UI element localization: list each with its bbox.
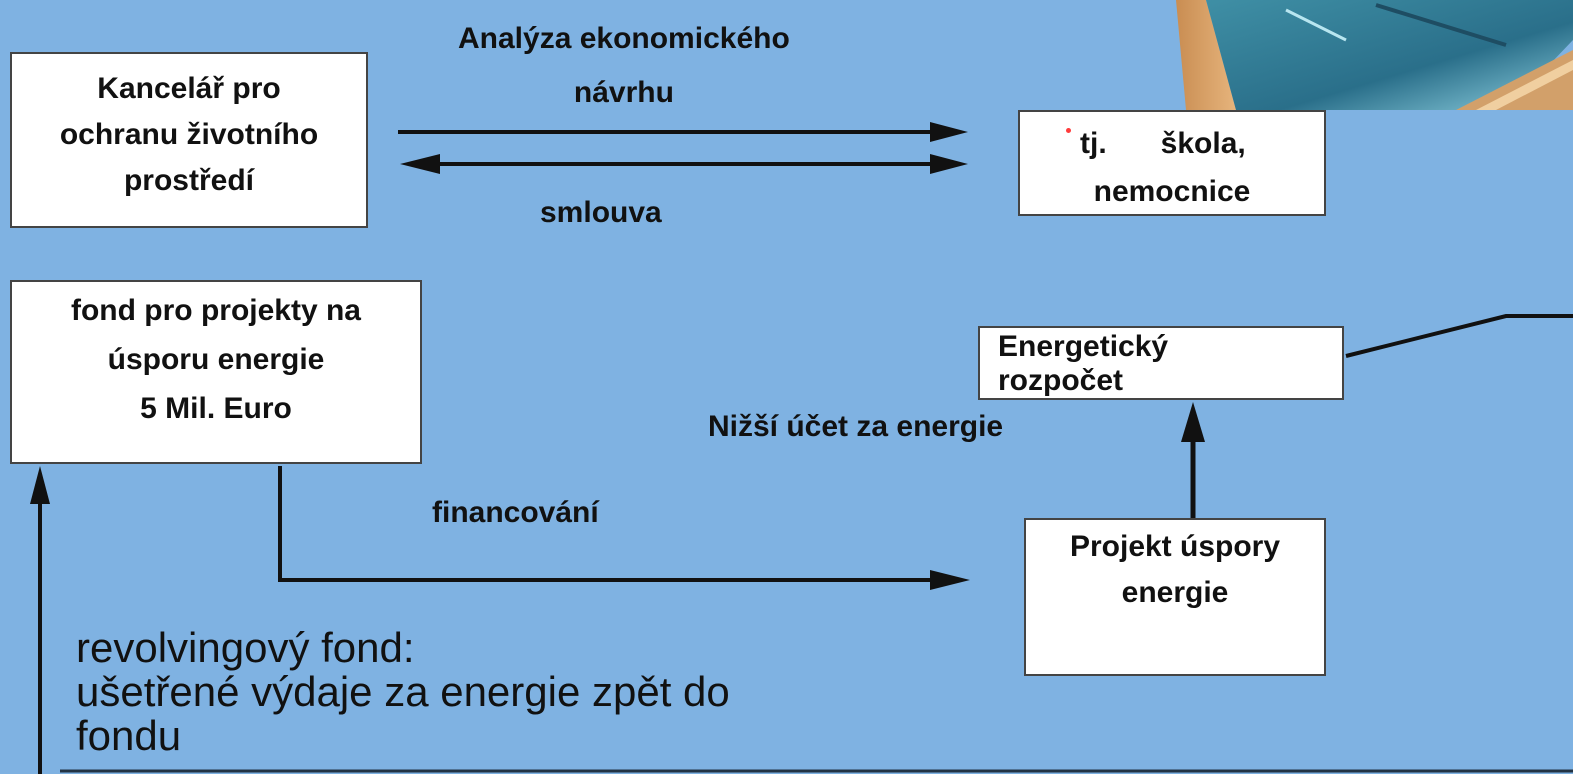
budget-line-2: rozpočet xyxy=(998,364,1124,397)
analysis-arrow xyxy=(398,122,968,142)
financing-label: financování xyxy=(432,496,599,529)
revolving-return-arrow xyxy=(30,466,50,774)
analysis-label-line-1: Analýza ekonomického xyxy=(458,22,790,55)
analysis-label: Analýza ekonomického návrhu xyxy=(458,12,790,120)
revolving-line-1: revolvingový fond: xyxy=(76,626,415,671)
fund-line-1: fond pro projekty na xyxy=(70,294,361,327)
project-line-1: Projekt úspory xyxy=(1069,530,1281,563)
contract-label: smlouva xyxy=(540,196,662,229)
school-line-1a: tj. xyxy=(1080,127,1107,160)
project-line-2: energie xyxy=(1121,576,1229,609)
revolving-line-2: ušetřené výdaje za energie zpět do xyxy=(76,668,730,715)
fund-line-3: 5 Mil. Euro xyxy=(140,392,292,425)
pool-photo-image xyxy=(1176,0,1573,110)
fund-node: fond pro projekty na úsporu energie 5 Mi… xyxy=(10,280,422,464)
revolving-fund-caption: revolvingový fond: ušetřené výdaje za en… xyxy=(76,626,730,754)
office-line-1: Kancelář pro xyxy=(97,72,281,105)
energy-budget-node: Energetický rozpočet xyxy=(978,326,1344,400)
analysis-label-line-2: návrhu xyxy=(573,76,674,109)
office-node: Kancelář pro ochranu životního prostředí xyxy=(10,52,368,228)
office-line-3: prostředí xyxy=(123,164,255,197)
red-dot-mark xyxy=(1066,128,1071,133)
lower-bill-arrow xyxy=(1181,402,1205,518)
contract-double-arrow xyxy=(400,154,968,174)
budget-connector-line xyxy=(1345,314,1573,358)
budget-line-1: Energetický xyxy=(998,330,1169,363)
revolving-line-3: fondu xyxy=(76,712,182,755)
school-line-1: tj. škola, xyxy=(1020,120,1324,168)
energy-saving-project-node: Projekt úspory energie xyxy=(1024,518,1326,676)
school-line-2: nemocnice xyxy=(1093,175,1251,208)
financing-arrow xyxy=(278,466,970,590)
fund-line-2: úsporu energie xyxy=(107,343,325,376)
office-line-2: ochranu životního xyxy=(59,118,319,151)
school-hospital-node: tj. škola, nemocnice xyxy=(1018,110,1326,216)
school-line-1b: škola, xyxy=(1160,127,1246,160)
lower-bill-label: Nižší účet za energie xyxy=(708,410,1004,443)
